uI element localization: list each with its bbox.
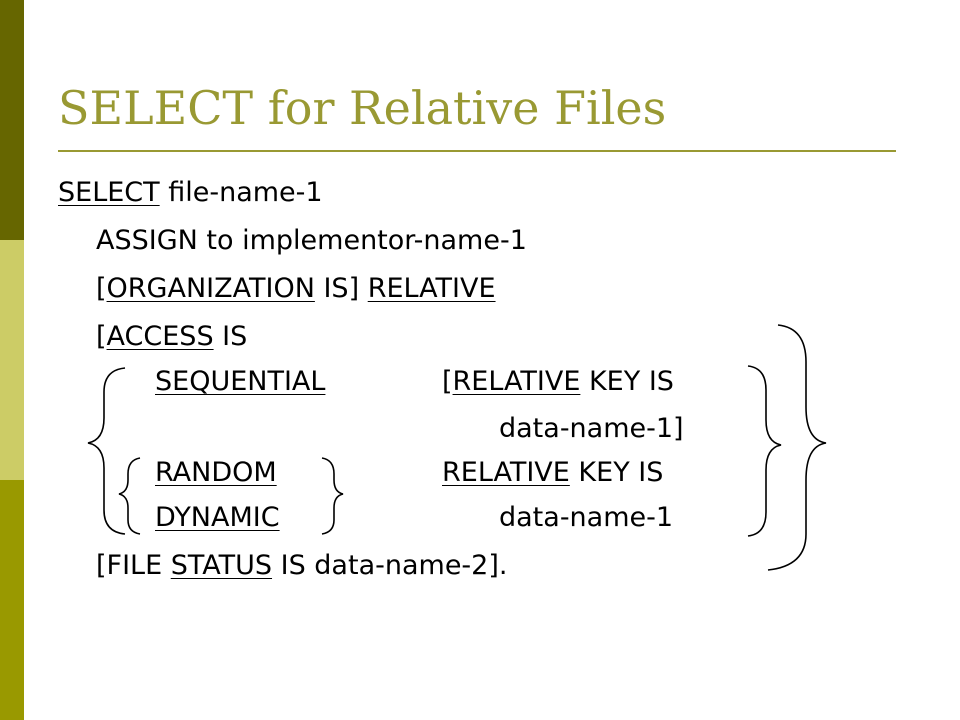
left-inner-brace [118,457,141,535]
access-keyword: ACCESS [106,321,214,352]
file-status-open: [FILE [96,550,171,581]
access-is: IS [213,321,248,352]
sequential-key-open-bracket: [ [442,366,453,397]
right-outer-brace [767,324,827,571]
random-key-clause: RELATIVE KEY IS [442,457,663,489]
organization-is: IS] [314,273,368,304]
access-line: [ACCESS IS [96,321,247,353]
sequential-keyword: SEQUENTIAL [155,366,326,397]
random-option: RANDOM [155,457,277,489]
select-line: SELECT file-name-1 [58,177,323,209]
file-status-keyword: STATUS [170,550,273,581]
file-status-rest: IS data-name-2]. [272,550,508,581]
select-file-name: file-name-1 [159,177,323,208]
sequential-data-name: data-name-1] [499,413,684,444]
sequential-key-clause: [RELATIVE KEY IS [442,366,674,398]
title-divider [58,150,896,152]
right-inner-brace [747,365,782,537]
select-keyword: SELECT [58,177,160,208]
assign-line: ASSIGN to implementor-name-1 [96,225,527,256]
random-keyword: RANDOM [155,457,277,488]
accent-bar-middle [0,240,24,480]
slide-title: SELECT for Relative Files [58,81,667,135]
organization-keyword: ORGANIZATION [106,273,315,304]
organization-open-bracket: [ [96,273,107,304]
left-outer-brace [87,367,126,535]
random-key-is: KEY IS [569,457,664,488]
sequential-option: SEQUENTIAL [155,366,325,398]
middle-brace [321,457,344,535]
organization-relative-keyword: RELATIVE [367,273,496,304]
accent-bar-bottom [0,480,24,720]
dynamic-option: DYNAMIC [155,502,280,534]
organization-line: [ORGANIZATION IS] RELATIVE [96,273,496,305]
sequential-key-is: KEY IS [580,366,674,397]
dynamic-data-name: data-name-1 [499,502,674,533]
access-open-bracket: [ [96,321,107,352]
sequential-key-relative-keyword: RELATIVE [452,366,581,397]
accent-bar-top [0,0,24,240]
random-key-relative-keyword: RELATIVE [442,457,570,488]
file-status-line: [FILE STATUS IS data-name-2]. [96,550,507,582]
dynamic-keyword: DYNAMIC [155,502,280,533]
